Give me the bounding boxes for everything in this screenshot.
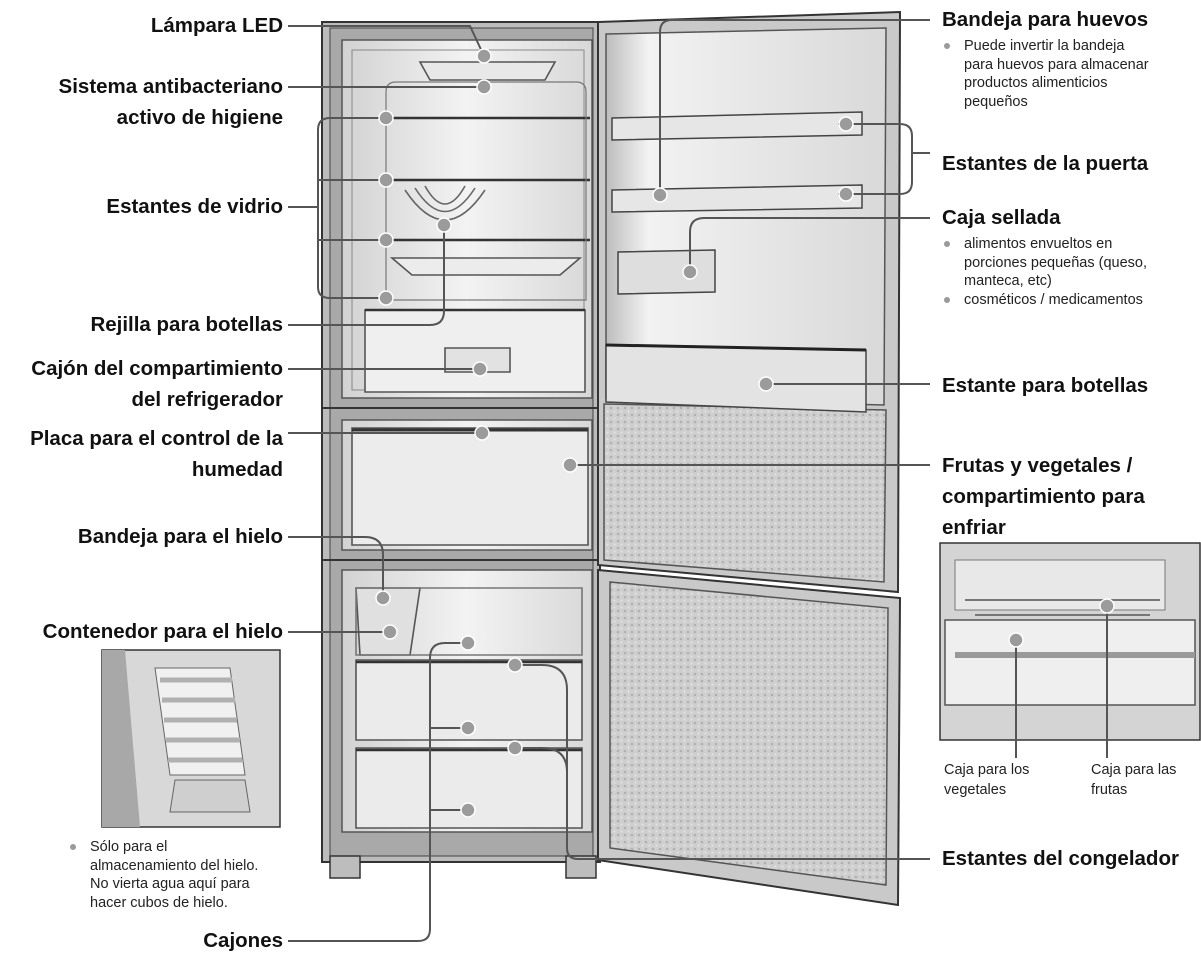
lower-door [597,568,902,907]
label-fridge-drawer: Cajón del compartimiento del refrigerado… [31,357,283,411]
label-door-shelves: Estantes de la puerta [942,152,1149,175]
label-freezer-shelves: Estantes del congelador [942,847,1179,870]
note-egg-tray: Puede invertir la bandeja para huevos pa… [938,37,1188,111]
label-bottle-shelf: Estante para botellas [942,374,1149,397]
label-glass-shelves: Estantes de vidrio [106,195,283,218]
inset-ice-container [101,649,281,828]
label-ice-tray: Bandeja para el hielo [77,525,283,548]
label-bottle-rack: Rejilla para botellas [90,313,283,336]
fridge-interior [351,61,590,829]
note-ice-container: Sólo para el almacenamiento del hielo. N… [64,838,294,912]
label-humidity-plate: Placa para el control de la humedad [30,427,283,481]
caption-fruit-box: Caja para las frutas [1091,762,1177,798]
callout-dots [375,48,1115,818]
label-led-lamp: Lámpara LED [150,14,283,37]
label-egg-tray: Bandeja para huevos [942,8,1149,31]
label-sealed-box: Caja sellada [942,206,1061,229]
inset-fruit-vegetable [939,542,1201,741]
label-drawers: Cajones [203,929,283,952]
note-sealed-box: alimentos envueltos en porciones pequeña… [938,235,1198,309]
caption-vegetable-box: Caja para los vegetales [944,762,1030,798]
upper-door [597,10,902,594]
label-fruits-vegetables: Frutas y vegetales / compartimiento para… [942,454,1145,539]
label-ice-container: Contenedor para el hielo [42,620,283,643]
label-antibacterial-system: Sistema antibacteriano activo de higiene [58,75,283,129]
leader-lines [288,19,1108,942]
